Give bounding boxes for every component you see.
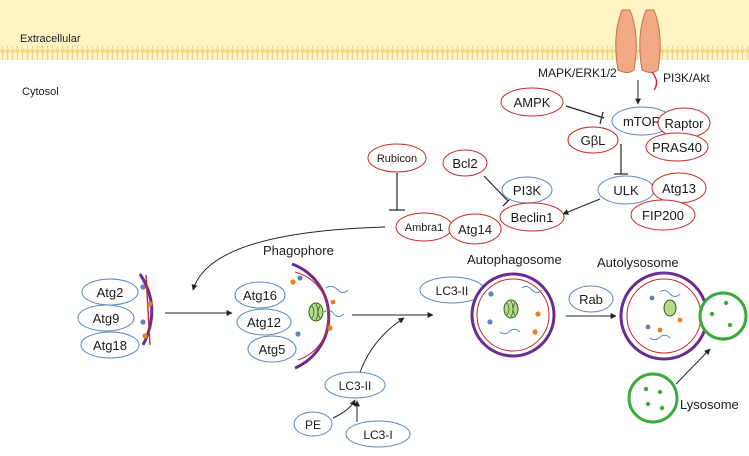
- ampk-inhibits-mtor: [565, 105, 605, 119]
- ampk-node: AMPK: [514, 95, 551, 110]
- beclin-to-phagophore-arrow: [191, 226, 386, 291]
- mtor-node: mTOR: [623, 114, 661, 129]
- ulk-node: ULK: [613, 183, 639, 198]
- atg13-node: Atg13: [662, 181, 696, 196]
- lysosome-to-autolysosome-arrow: [675, 348, 711, 385]
- ambra1-node: Ambra1: [405, 222, 444, 234]
- atg14-node: Atg14: [458, 222, 492, 237]
- atg9-node: Atg9: [93, 311, 120, 326]
- lc3ii-to-phagophore-arrow: [357, 317, 405, 379]
- pe-node: PE: [305, 418, 321, 432]
- ulk-complex: ULK Atg13 FIP200: [597, 172, 707, 231]
- beclin1-complex: Rubicon Bcl2 PI3K Ambra1 Atg14 Beclin1: [367, 143, 565, 245]
- nucleation-proteins: Atg2 Atg9 Atg18: [77, 278, 140, 359]
- cytosol-label: Cytosol: [22, 86, 59, 98]
- lc3ii-top-node: LC3-II: [436, 284, 469, 298]
- mapk-erk-label: MAPK/ERK1/2: [538, 66, 617, 80]
- fip200-node: FIP200: [642, 208, 684, 223]
- cell-membrane: [0, 0, 749, 60]
- pi3k-akt-label: PI3K/Akt: [663, 71, 710, 85]
- rubicon-node: Rubicon: [377, 153, 417, 165]
- atg16-node: Atg16: [243, 288, 277, 303]
- receptor: [615, 9, 661, 91]
- pras40-node: PRAS40: [652, 140, 702, 155]
- pe-to-lc3ii-arrow: [332, 399, 356, 419]
- autolysosome: [619, 271, 748, 361]
- lc3i-node: LC3-I: [363, 428, 392, 442]
- isolation-membrane-inner: [145, 274, 151, 346]
- atg2-node: Atg2: [97, 285, 124, 300]
- pi3k-node: PI3K: [513, 183, 542, 198]
- autophagosome: [470, 272, 556, 358]
- lysosome-label: Lysosome: [680, 397, 739, 412]
- beclin1-node: Beclin1: [511, 210, 554, 225]
- autolysosome-label: Autolysosome: [597, 255, 679, 270]
- lysosome: [627, 372, 679, 424]
- bcl2-node: Bcl2: [452, 156, 477, 171]
- phagophore: [290, 262, 349, 370]
- extracellular-label: Extracellular: [20, 33, 81, 45]
- phagophore-label: Phagophore: [263, 243, 334, 258]
- atg5-node: Atg5: [259, 342, 286, 357]
- atg18-node: Atg18: [93, 338, 127, 353]
- rab-node: Rab: [579, 292, 603, 307]
- atg12-node: Atg12: [247, 315, 281, 330]
- raptor-node: Raptor: [664, 116, 704, 131]
- bcl2-inhibits-beclin1: [483, 175, 509, 202]
- autophagosome-label: Autophagosome: [467, 252, 562, 267]
- lc3ii-bottom-node: LC3-II: [339, 379, 372, 393]
- mtor-complex: AMPK mTOR Raptor GβL PRAS40: [500, 87, 711, 162]
- ulk-to-beclin1-arrow: [562, 198, 601, 215]
- gbl-node: GβL: [581, 133, 606, 148]
